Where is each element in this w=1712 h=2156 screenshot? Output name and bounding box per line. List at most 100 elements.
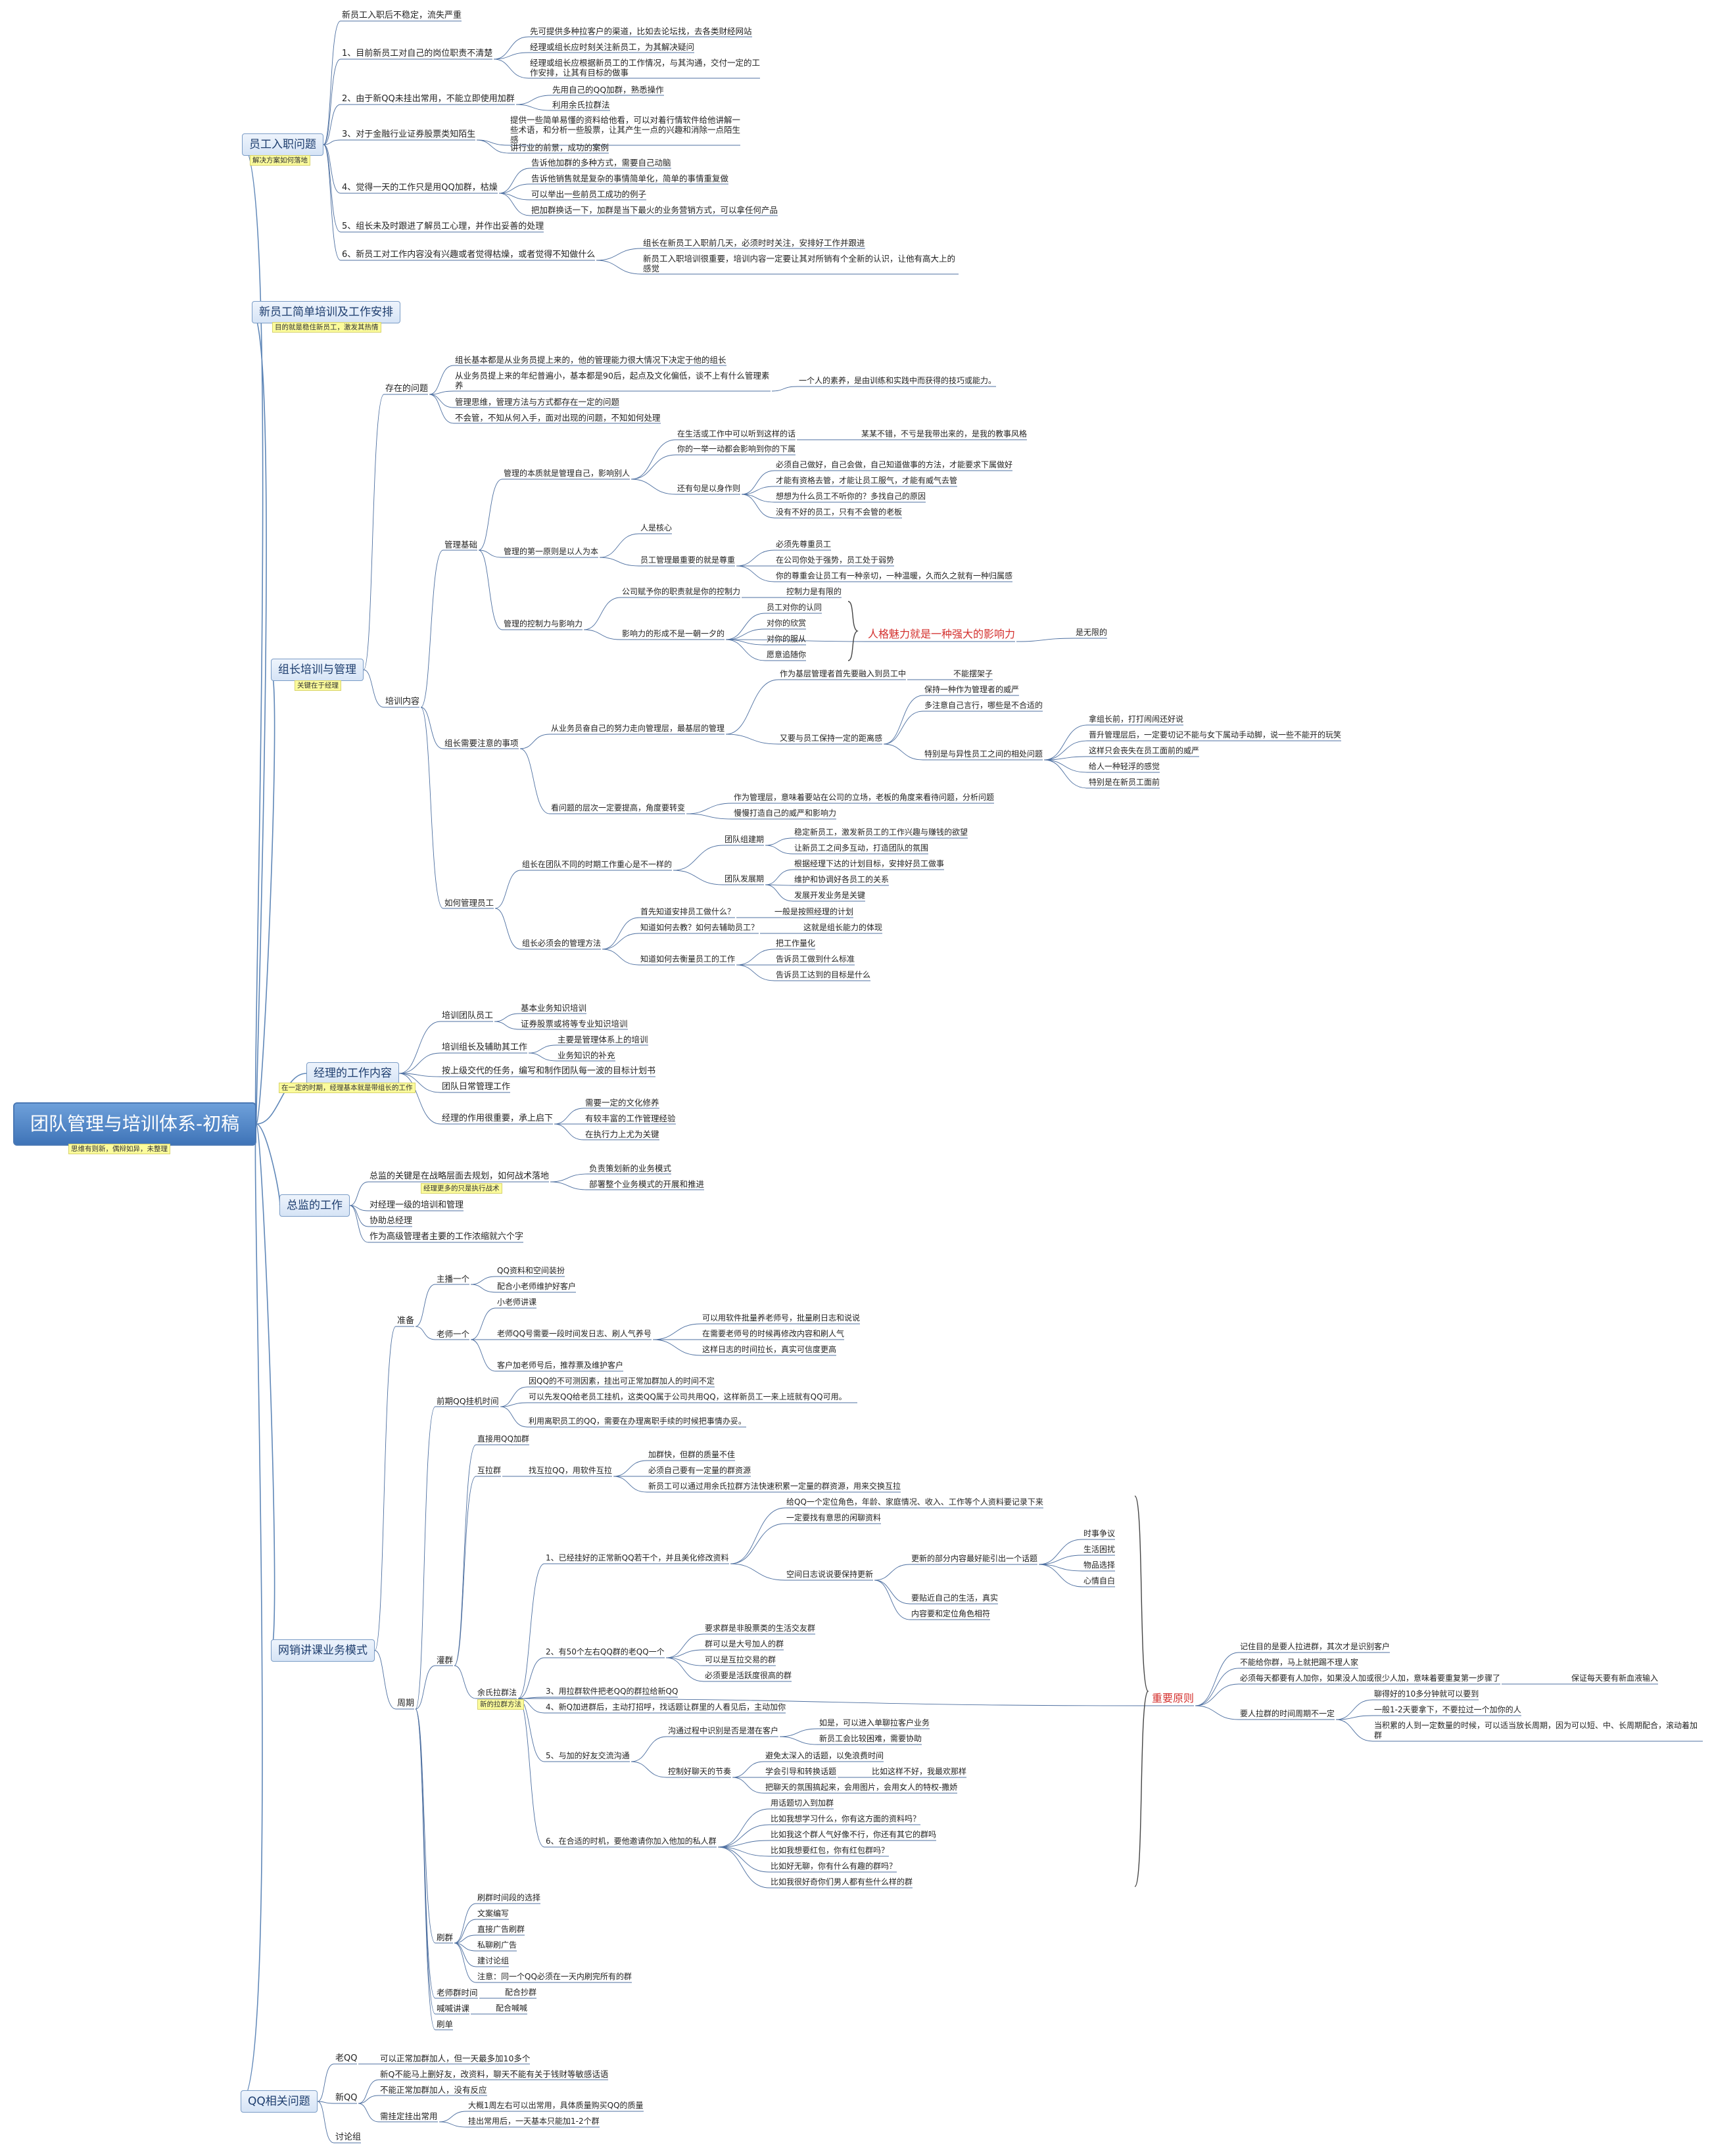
topic-b1a[interactable]: 新员工入职后不稳定，流失严重 <box>342 11 462 20</box>
topic-b3a2[interactable]: 从业务员提上来的年纪普遍小，基本都是90后，起点及文化偏低，谈不上有什么管理素养 <box>455 371 770 390</box>
topic-b6b2s4b[interactable]: 一般1-2天要拿下，不要拉过一个加你的人 <box>1374 1705 1521 1714</box>
topic-b1g[interactable]: 6、新员工对工作内容没有兴趣或者觉得枯燥，或者觉得不知做什么 <box>342 250 596 260</box>
topic-b6a1a[interactable]: QQ资料和空间装扮 <box>497 1266 565 1275</box>
topic-b6b2c2b[interactable]: 群可以是大号加人的群 <box>705 1639 784 1649</box>
topic-b1e1[interactable]: 告诉他加群的多种方式，需要自己动脑 <box>531 158 671 168</box>
topic-b6b2c1c1b[interactable]: 生活困扰 <box>1083 1545 1116 1554</box>
topic-b6b2c5b2[interactable]: 学会引导和转换话题 <box>765 1767 837 1776</box>
branch-topic-b7[interactable]: QQ相关问题 <box>241 2090 318 2113</box>
topic-b3a3[interactable]: 管理思维，管理方法与方式都存在一定的问题 <box>455 397 620 407</box>
topic-b6b3d[interactable]: 私聊刷广告 <box>477 1940 517 1950</box>
topic-b1e4[interactable]: 把加群换话一下，加群是当下最火的业务营销方式，可以拿任何产品 <box>531 205 778 215</box>
topic-b3b1c2sx[interactable]: 是无限的 <box>1076 628 1108 637</box>
topic-b6b3f[interactable]: 注意：同一个QQ必须在一天内刷完所有的群 <box>477 1972 632 1981</box>
topic-b7ax[interactable]: 可以正常加群加人，但一天最多加10多个 <box>380 2053 531 2063</box>
topic-b3b3b2[interactable]: 知道如何去教？如何去辅助员工？ <box>640 923 759 932</box>
branch-topic-b6[interactable]: 网销讲课业务模式 <box>271 1639 375 1662</box>
topic-b6b2c5b[interactable]: 控制好聊天的节奏 <box>668 1767 732 1776</box>
topic-b7b[interactable]: 新QQ <box>335 2093 358 2103</box>
topic-b6b2c1c3[interactable]: 内容要和定位角色相符 <box>911 1609 991 1618</box>
topic-b6b2s3x[interactable]: 保证每天要有新血液输入 <box>1571 1674 1659 1683</box>
topic-b6a2[interactable]: 老师一个 <box>437 1329 470 1339</box>
topic-b3b3a[interactable]: 组长在团队不同的时期工作重心是不一样的 <box>522 860 673 869</box>
topic-b3b1a3c[interactable]: 想想为什么员工不听你的？多找自己的原因 <box>776 492 926 501</box>
topic-b6b1c[interactable]: 利用离职员工的QQ，需要在办理离职手续的时候把事情办妥。 <box>529 1417 746 1426</box>
topic-b3b1c2c[interactable]: 对你的服从 <box>767 634 807 644</box>
topic-b3b2b2[interactable]: 慢慢打造自己的威严和影响力 <box>734 808 837 818</box>
topic-b1b3[interactable]: 经理或组长应根据新员工的工作情况，与其沟通，交付一定的工作安排，让其有目标的做事 <box>530 58 761 78</box>
topic-b6b2c1c1a[interactable]: 时事争议 <box>1083 1529 1116 1538</box>
topic-b6b2c5b3[interactable]: 把聊天的氛围搞起来，会用图片，会用女人的特权-撒娇 <box>765 1783 958 1792</box>
topic-b4b2[interactable]: 业务知识的补充 <box>558 1050 615 1060</box>
topic-b6b2s[interactable]: 重要原则 <box>1152 1692 1195 1704</box>
topic-b6b2b3[interactable]: 新员工可以通过用余氏拉群方法快速积累一定量的群资源，用来交换互拉 <box>648 1482 901 1491</box>
topic-b6b3[interactable]: 刷群 <box>437 1933 454 1942</box>
topic-b6b2c2a[interactable]: 要求群是非股票类的生活交友群 <box>705 1624 816 1633</box>
topic-b1e3[interactable]: 可以举出一些前员工成功的例子 <box>531 189 647 199</box>
topic-b3b[interactable]: 培训内容 <box>385 697 420 707</box>
topic-b6b[interactable]: 周期 <box>397 1699 415 1708</box>
topic-b6b3a[interactable]: 刷群时间段的选择 <box>477 1893 541 1902</box>
topic-b5d[interactable]: 作为高级管理者主要的工作浓缩就六个字 <box>369 1232 524 1242</box>
topic-b7b2[interactable]: 不能正常加群加人，没有反应 <box>380 2085 487 2095</box>
topic-b3b3a1a[interactable]: 稳定新员工，激发新员工的工作兴趣与赚钱的欲望 <box>794 828 968 837</box>
topic-b6b2c3[interactable]: 3、用拉群软件把老QQ的群拉给新QQ <box>546 1687 678 1696</box>
topic-b6b2c4[interactable]: 4、新Q加进群后，主动打招呼，找话题让群里的人看见后，主动加你 <box>546 1702 786 1712</box>
topic-b6b2c1[interactable]: 1、已经挂好的正常新QQ若干个，并且美化修改资料 <box>546 1553 729 1562</box>
topic-b3b3b1x[interactable]: 一般是按照经理的计划 <box>774 907 854 916</box>
topic-b3b1c2[interactable]: 影响力的形成不是一朝一夕的 <box>622 629 725 638</box>
topic-b6b2c2d[interactable]: 必须要是活跃度很高的群 <box>705 1671 792 1680</box>
topic-b3b3a2[interactable]: 团队发展期 <box>725 874 765 883</box>
topic-b6b4x[interactable]: 配合抄群 <box>505 1988 537 1997</box>
topic-b3b2b1[interactable]: 作为管理层，意味着要站在公司的立场，老板的角度来看待问题，分析问题 <box>734 793 995 802</box>
topic-b3b2a1x[interactable]: 不能摆架子 <box>953 669 993 678</box>
topic-b3b1[interactable]: 管理基础 <box>444 540 478 550</box>
topic-b7a[interactable]: 老QQ <box>335 2053 358 2063</box>
topic-b1d[interactable]: 3、对于金融行业证券股票类知陌生 <box>342 129 476 139</box>
topic-b6a[interactable]: 准备 <box>397 1316 415 1326</box>
topic-b3b1a1x[interactable]: 某某不错，不亏是我带出来的，是我的教事风格 <box>861 429 1028 438</box>
topic-b6a2b1[interactable]: 可以用软件批量养老师号，批量刷日志和说说 <box>702 1313 861 1323</box>
topic-b3b3b3[interactable]: 知道如何去衡量员工的工作 <box>640 954 736 964</box>
topic-b4c[interactable]: 按上级交代的任务，编写和制作团队每一波的目标计划书 <box>442 1066 656 1076</box>
topic-b3a[interactable]: 存在的问题 <box>385 384 429 394</box>
topic-b3a4[interactable]: 不会管，不知从何入手，面对出现的问题，不知如何处理 <box>455 413 661 423</box>
topic-b3b3a2c[interactable]: 发展开发业务是关键 <box>794 891 866 900</box>
branch-topic-b4[interactable]: 经理的工作内容 <box>306 1062 399 1085</box>
topic-b6b2c5b1[interactable]: 避免太深入的话题，以免浪费时间 <box>765 1751 884 1760</box>
topic-b5a[interactable]: 总监的关键是在战略层面去规划，如何战术落地 <box>369 1171 550 1181</box>
topic-b6b4[interactable]: 老师群时间 <box>437 1988 478 1998</box>
topic-b6b6[interactable]: 刷单 <box>437 2019 454 2029</box>
topic-b1b[interactable]: 1、目前新员工对自己的岗位职责不清楚 <box>342 49 493 59</box>
topic-b6b2c[interactable]: 余氏拉群法 <box>477 1688 517 1697</box>
topic-b6b2c1c2[interactable]: 要贴近自己的生活，真实 <box>911 1593 999 1603</box>
topic-b6b2c6e[interactable]: 比如好无聊，你有什么有趣的群吗？ <box>771 1862 897 1871</box>
topic-b6b2s2[interactable]: 不能给你群，马上就把踢不理人家 <box>1240 1658 1359 1667</box>
topic-b3b2a2c5[interactable]: 特别是在新员工面前 <box>1089 778 1160 787</box>
topic-b6b3e[interactable]: 建讨论组 <box>477 1956 510 1965</box>
topic-b7b3b[interactable]: 挂出常用后，一天基本只能加1-2个群 <box>468 2117 600 2126</box>
topic-b6b2a[interactable]: 直接用QQ加群 <box>477 1434 529 1443</box>
topic-b3b1b2b[interactable]: 在公司你处于强势，员工处于弱势 <box>776 555 895 565</box>
topic-b5a1[interactable]: 负责策划新的业务模式 <box>589 1163 672 1173</box>
topic-b6a1[interactable]: 主播一个 <box>437 1274 470 1284</box>
topic-b3b1b2c[interactable]: 你的尊重会让员工有一种亲切，一种温暖，久而久之就有一种归属感 <box>776 571 1013 580</box>
topic-b7b1[interactable]: 新Q不能马上删好友，改资料，聊天不能有关于钱财等敏感话语 <box>380 2069 609 2079</box>
topic-b1c1[interactable]: 先用自己的QQ加群，熟悉操作 <box>552 85 664 95</box>
topic-b6b2c2c[interactable]: 可以是互拉交易的群 <box>705 1655 776 1664</box>
topic-b4a[interactable]: 培训团队员工 <box>442 1011 494 1021</box>
topic-b3b1c1x[interactable]: 控制力是有限的 <box>786 587 842 596</box>
topic-b3b1a2[interactable]: 你的一举一动都会影响到你的下属 <box>677 444 796 454</box>
topic-b6b2s3[interactable]: 必须每天都要有人加你，如果没人加或很少人加，意味着要重复第一步骤了 <box>1240 1674 1501 1683</box>
topic-b3b2[interactable]: 组长需要注意的事项 <box>444 738 519 748</box>
topic-b6b1a[interactable]: 因QQ的不可测因素，挂出可正常加群加人的时间不定 <box>529 1376 715 1386</box>
topic-b6b2c5b2x[interactable]: 比如这样不好，我最欢那样 <box>872 1767 967 1776</box>
topic-b3b3b3c[interactable]: 告诉员工达到的目标是什么 <box>776 970 871 979</box>
topic-b4e2[interactable]: 有较丰富的工作管理经验 <box>585 1113 676 1123</box>
topic-b5a2[interactable]: 部署整个业务模式的开展和推进 <box>589 1179 705 1189</box>
topic-b6a1b[interactable]: 配合小老师维护好客户 <box>497 1282 577 1291</box>
topic-b3b1a3a[interactable]: 必须自己做好，自己会做，自己知道做事的方法，才能要求下属做好 <box>776 460 1013 469</box>
topic-b6b2c1c1c[interactable]: 物品选择 <box>1083 1560 1116 1570</box>
topic-b3b3[interactable]: 如何管理员工 <box>444 898 494 908</box>
topic-b4b1[interactable]: 主要是管理体系上的培训 <box>558 1035 648 1044</box>
